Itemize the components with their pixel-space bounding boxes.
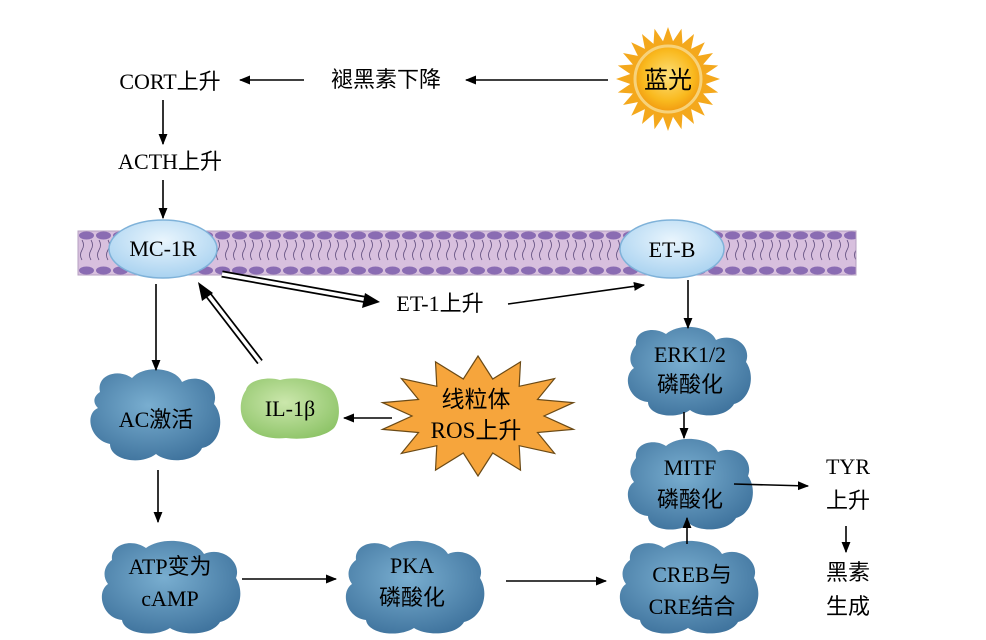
ac-label: AC激活 xyxy=(118,407,194,432)
mc1r-receptor xyxy=(108,219,218,279)
ac-blob xyxy=(90,369,221,461)
il1b-label: IL-1β xyxy=(264,396,316,421)
il1b-blob xyxy=(240,378,339,439)
etb-label: ET-B xyxy=(648,237,696,262)
mc1r-label: MC-1R xyxy=(129,236,197,261)
arrow-mitf-tyr xyxy=(733,481,810,491)
creb-blob xyxy=(619,540,759,634)
atp-blob xyxy=(101,540,241,634)
et1-label: ET-1上升 xyxy=(396,291,484,316)
cort-label: CORT上升 xyxy=(119,69,221,94)
erk-blob xyxy=(627,326,751,416)
sun-disc xyxy=(633,44,703,114)
arrow-et1-etb xyxy=(507,281,646,305)
acth-label: ACTH上升 xyxy=(118,149,222,174)
arrows xyxy=(151,75,851,586)
melatonin-label: 褪黑素下降 xyxy=(330,67,442,92)
etb-receptor xyxy=(619,219,725,279)
ros-burst xyxy=(380,354,576,478)
double-arrow-mc1r-et1 xyxy=(221,270,380,308)
double-arrow-il1b-mc1r xyxy=(198,282,263,365)
pka-blob xyxy=(345,540,485,634)
mitf-blob xyxy=(627,438,753,530)
blue-light-label: 蓝光 xyxy=(644,68,692,94)
sun-icon xyxy=(616,27,720,131)
melanin-label: 黑素生成 xyxy=(825,560,871,619)
